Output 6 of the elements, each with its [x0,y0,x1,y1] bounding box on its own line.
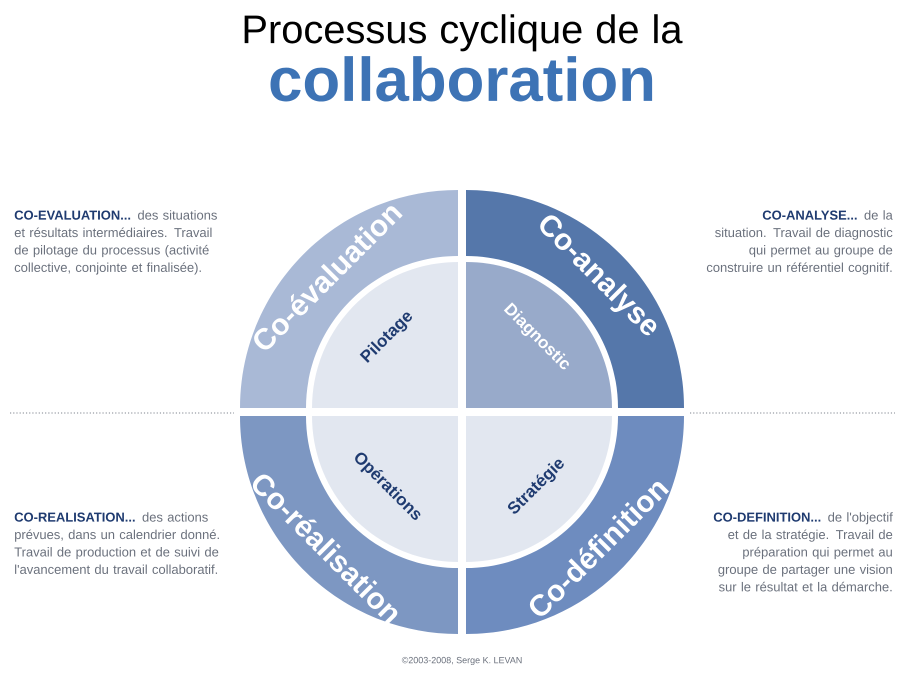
description-text: CO-ANALYSE... de la situation. Travail de diagnostic qui permet au groupe de construire un référentiel cognitif. [706,210,893,275]
title: Processus cyclique de la collaboration [244,14,682,102]
description-text: CO-DEFINITION... de l'objectif et de la stratégie. Travail de préparation qui permet au groupe de partager une vision sur le résultat et la démarche. [714,512,893,592]
copyright-caption: ©2003-2008, Serge K. LEVAN [402,656,522,666]
description-text: CO-EVALUATION... des situations et résultats intermédiaires. Travail de pilotage du processus (activité collective, conjointe et finalisée). [14,210,217,275]
description-text: CO-REALISATION... des actions prévues, dans un calendrier donné. Travail de production et de suivi de l'avancement du travail collaboratif. [14,512,219,574]
